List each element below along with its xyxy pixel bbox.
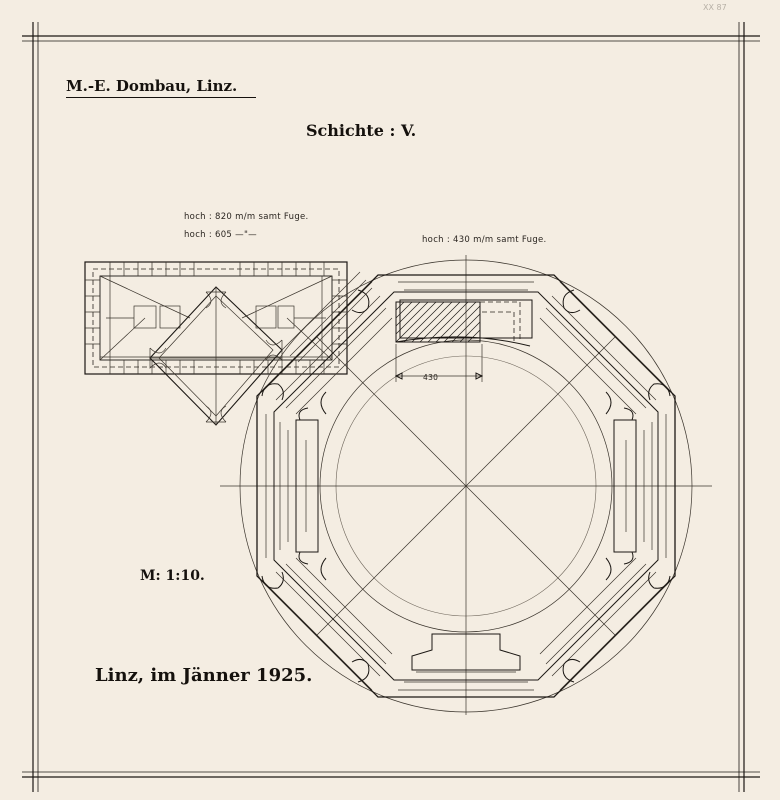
page-title: M.-E. Dombau, Linz. — [66, 77, 256, 98]
height-note: hoch : 605 —"— — [184, 230, 257, 240]
layer-title: Schichte : V. — [306, 121, 417, 140]
ring-height-note: hoch : 430 m/m samt Fuge. — [422, 235, 547, 245]
scale-note: M: 1:10. — [140, 568, 205, 584]
sheet-border — [22, 22, 760, 792]
place-date: Linz, im Jänner 1925. — [95, 665, 313, 686]
hatched-section — [395, 301, 531, 347]
height-note-joint: hoch : 820 m/m samt Fuge. — [184, 212, 309, 222]
archive-mark: XX 87 — [703, 3, 727, 12]
rectangular-stone-plan — [84, 261, 348, 426]
octagonal-ring-plan — [220, 255, 712, 715]
dimension-label: 430 — [423, 373, 439, 382]
dimension-line — [394, 344, 484, 382]
